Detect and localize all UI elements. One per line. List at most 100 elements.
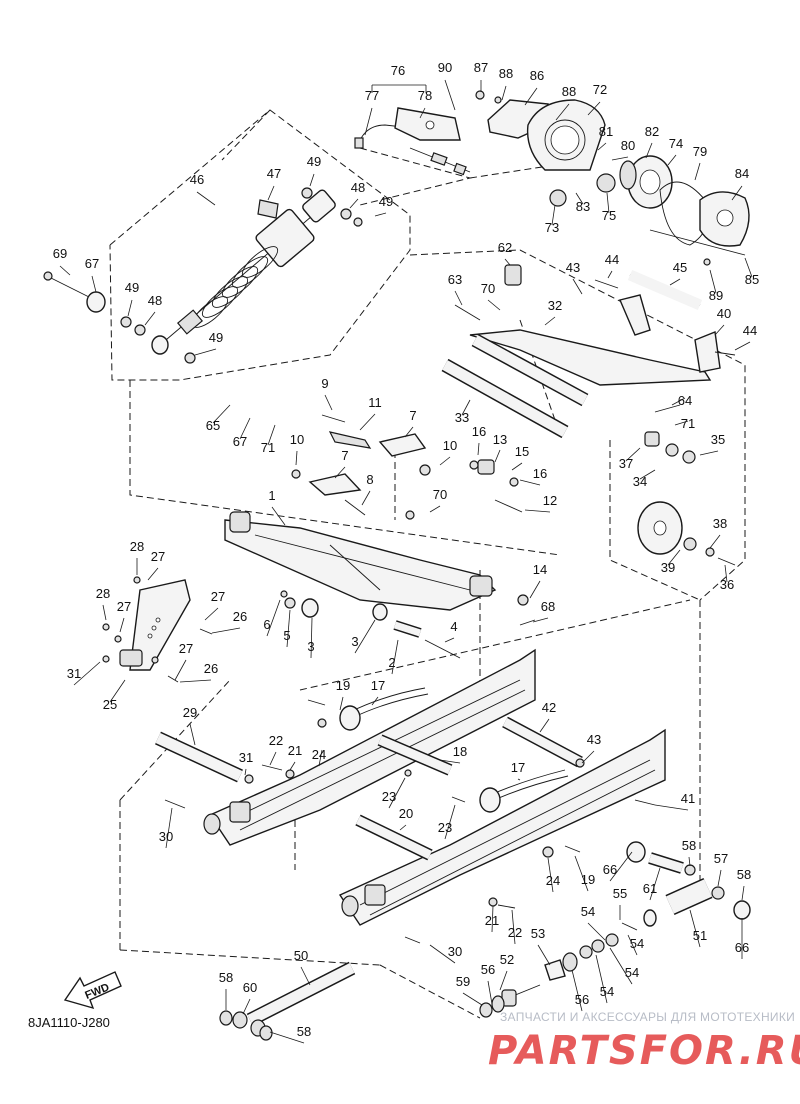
callout-number: 66 — [603, 862, 617, 877]
leader-line — [547, 857, 554, 893]
callout-number: 3 — [307, 639, 314, 654]
leader-line — [334, 466, 346, 479]
callout-number: 37 — [619, 456, 633, 471]
leader-line — [429, 944, 456, 964]
callout-number: 32 — [548, 298, 562, 313]
link-plate — [102, 576, 213, 683]
leader-line — [709, 269, 717, 294]
callout-number: 43 — [566, 260, 580, 275]
leader-line — [674, 420, 689, 426]
leader-line — [667, 549, 681, 566]
callout-number: 71 — [681, 416, 695, 431]
leader-line — [487, 299, 501, 311]
callout-number: 7 — [409, 408, 416, 423]
callout-number: 30 — [159, 829, 173, 844]
leader-line — [212, 404, 231, 424]
callout-number: 39 — [661, 560, 675, 575]
callout-number: 70 — [433, 487, 447, 502]
leader-line — [289, 761, 296, 771]
leader-line — [581, 750, 595, 764]
leader-line — [741, 885, 745, 901]
leader-line — [625, 447, 641, 462]
leader-line — [714, 324, 725, 336]
callout-number: 43 — [587, 732, 601, 747]
callout-number: 48 — [351, 180, 365, 195]
callout-number: 61 — [643, 881, 657, 896]
callout-number: 82 — [645, 124, 659, 139]
callout-number: 62 — [498, 240, 512, 255]
leader-line — [364, 107, 373, 136]
callout-number: 16 — [533, 466, 547, 481]
callout-number: 84 — [735, 166, 749, 181]
leader-line — [309, 173, 315, 187]
callout-number: 1 — [268, 488, 275, 503]
leader-line — [404, 426, 414, 438]
leader-line — [649, 867, 661, 901]
leader-line — [324, 394, 333, 411]
callout-number: 13 — [493, 432, 507, 447]
leader-line — [609, 851, 633, 882]
callout-number: 46 — [190, 172, 204, 187]
leader-line — [717, 869, 722, 887]
callout-number: 87 — [474, 60, 488, 75]
leader-line — [419, 107, 426, 119]
callout-number: 25 — [103, 697, 117, 712]
leader-line — [517, 778, 521, 781]
rear-shock-absorber — [43, 187, 363, 364]
leader-line — [286, 609, 291, 648]
leader-line — [511, 909, 516, 945]
leader-line — [239, 417, 251, 440]
leader-line — [491, 905, 494, 933]
callout-number: 2 — [388, 655, 395, 670]
leader-line — [189, 723, 196, 746]
callout-number: 19 — [581, 872, 595, 887]
leader-line — [174, 659, 187, 681]
leader-line — [645, 142, 653, 159]
leader-line — [102, 604, 107, 621]
leader-line — [555, 103, 570, 121]
leader-line — [300, 966, 311, 986]
callout-number: 58 — [219, 970, 233, 985]
callout-number: 63 — [448, 272, 462, 287]
callout-number: 21 — [288, 743, 302, 758]
leader-line — [444, 79, 456, 111]
leader-line — [454, 290, 463, 306]
callout-number: 22 — [269, 733, 283, 748]
callout-number: 88 — [562, 84, 576, 99]
leader-line — [310, 617, 313, 659]
leader-line — [606, 192, 610, 214]
callout-number: 40 — [717, 306, 731, 321]
front-arm — [224, 414, 536, 659]
forward-direction-arrow: FWD — [63, 971, 122, 1010]
callout-number: 80 — [621, 138, 635, 153]
callout-number: 47 — [267, 166, 281, 181]
callout-number: 3 — [351, 634, 358, 649]
callout-number: 79 — [693, 144, 707, 159]
callout-number: 27 — [117, 599, 131, 614]
leader-line — [267, 424, 276, 446]
callout-number: 9 — [321, 376, 328, 391]
leader-line — [539, 718, 550, 733]
callout-number: 33 — [455, 410, 469, 425]
callout-number: 18 — [453, 744, 467, 759]
callout-number: 81 — [599, 124, 613, 139]
callout-number: 4 — [450, 619, 457, 634]
leader-line — [524, 87, 538, 106]
callout-number: 26 — [233, 609, 247, 624]
callout-number: 51 — [693, 928, 707, 943]
leader-line — [731, 185, 743, 201]
callout-number: 26 — [204, 661, 218, 676]
callout-number: 76 — [391, 63, 405, 78]
callout-number: 49 — [307, 154, 321, 169]
leader-line — [109, 679, 126, 703]
leader-line — [524, 509, 551, 513]
leader-line — [654, 804, 689, 811]
callout-number: 44 — [743, 323, 757, 338]
leader-line — [295, 450, 298, 466]
leader-line — [611, 156, 629, 161]
callout-number: 7 — [341, 448, 348, 463]
leader-line — [694, 162, 701, 181]
callout-number: 15 — [515, 444, 529, 459]
callout-number: 34 — [633, 474, 647, 489]
leader-line — [119, 617, 125, 633]
